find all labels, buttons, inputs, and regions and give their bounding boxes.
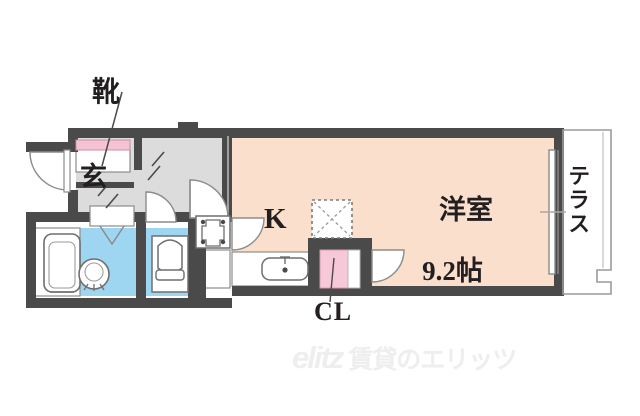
terrace-label: テラス <box>565 164 591 236</box>
shoe-cabinet-leader-line <box>101 91 123 167</box>
kitchen-opening <box>231 217 265 251</box>
shoe-cabinet <box>75 139 131 151</box>
wall-entrance-sill <box>76 182 134 188</box>
wall-left-lower <box>26 212 36 308</box>
wall-closet-top <box>308 238 372 250</box>
wall-left-door-jamb <box>68 190 78 218</box>
kitchen-label: K <box>264 203 287 235</box>
wall-top <box>68 128 564 138</box>
wall-closet-right <box>360 238 372 288</box>
wall-kitchen-left <box>188 218 198 298</box>
entrance-step-marks <box>97 151 165 209</box>
closet-label: CL <box>314 297 353 326</box>
washbasin-icon <box>78 258 110 291</box>
western-room-size: 9.2帖 <box>422 256 483 287</box>
overhead-storage-icon <box>311 199 353 239</box>
wall-left-step <box>26 142 78 152</box>
bath-door <box>89 205 135 246</box>
wall-bottom-main <box>232 286 564 296</box>
western-room-name: 洋室 <box>439 195 493 226</box>
thin-lines <box>227 129 612 295</box>
western-room-label: 洋室 9.2帖 <box>412 168 493 342</box>
hallway-door <box>189 179 229 219</box>
closet-door-arc <box>371 249 405 283</box>
toilet-door <box>145 191 177 223</box>
wall-bottom-left <box>26 298 232 308</box>
wall-closet-left <box>308 238 320 288</box>
toilet-bowl-icon <box>151 235 189 293</box>
kitchen-sink-icon <box>261 256 309 281</box>
shoe-cabinet-label: 靴 <box>92 77 121 108</box>
closet-leader-line <box>329 257 335 303</box>
wall-top-pillar <box>178 122 198 130</box>
wall-hall-room <box>222 136 232 218</box>
wall-left-upper <box>68 128 78 150</box>
wall-bath-toilet <box>136 218 146 300</box>
entrance-label: 玄 <box>80 162 107 192</box>
wall-entrance-right <box>134 136 142 170</box>
stove-icon <box>195 215 231 249</box>
wall-toilet-right <box>196 218 206 300</box>
bathtub-icon <box>43 233 81 293</box>
terrace-outline <box>562 129 612 295</box>
entrance-door <box>29 149 71 193</box>
closet <box>319 249 361 303</box>
